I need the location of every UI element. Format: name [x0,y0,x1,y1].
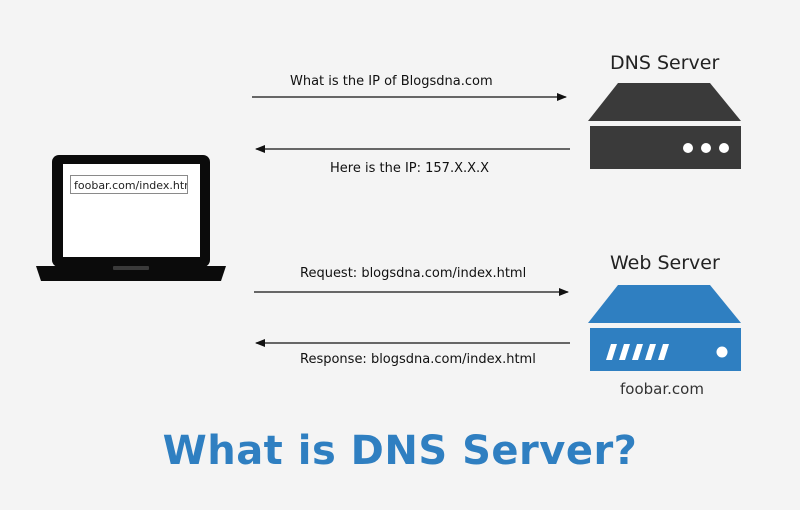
web-server-hostname: foobar.com [620,380,704,398]
browser-address-bar[interactable]: foobar.com/index.html [70,175,188,194]
laptop-icon [36,155,226,281]
dns-server-label: DNS Server [610,52,720,74]
dns-query-label: What is the IP of Blogsdna.com [290,74,493,89]
page-title: What is DNS Server? [162,428,638,474]
http-response-label: Response: blogsdna.com/index.html [300,352,536,367]
http-request-label: Request: blogsdna.com/index.html [300,266,527,281]
web-server-label: Web Server [610,252,720,274]
dns-reply-label: Here is the IP: 157.X.X.X [330,161,490,176]
dns-server-icon [588,83,741,169]
web-server-icon [588,285,741,371]
